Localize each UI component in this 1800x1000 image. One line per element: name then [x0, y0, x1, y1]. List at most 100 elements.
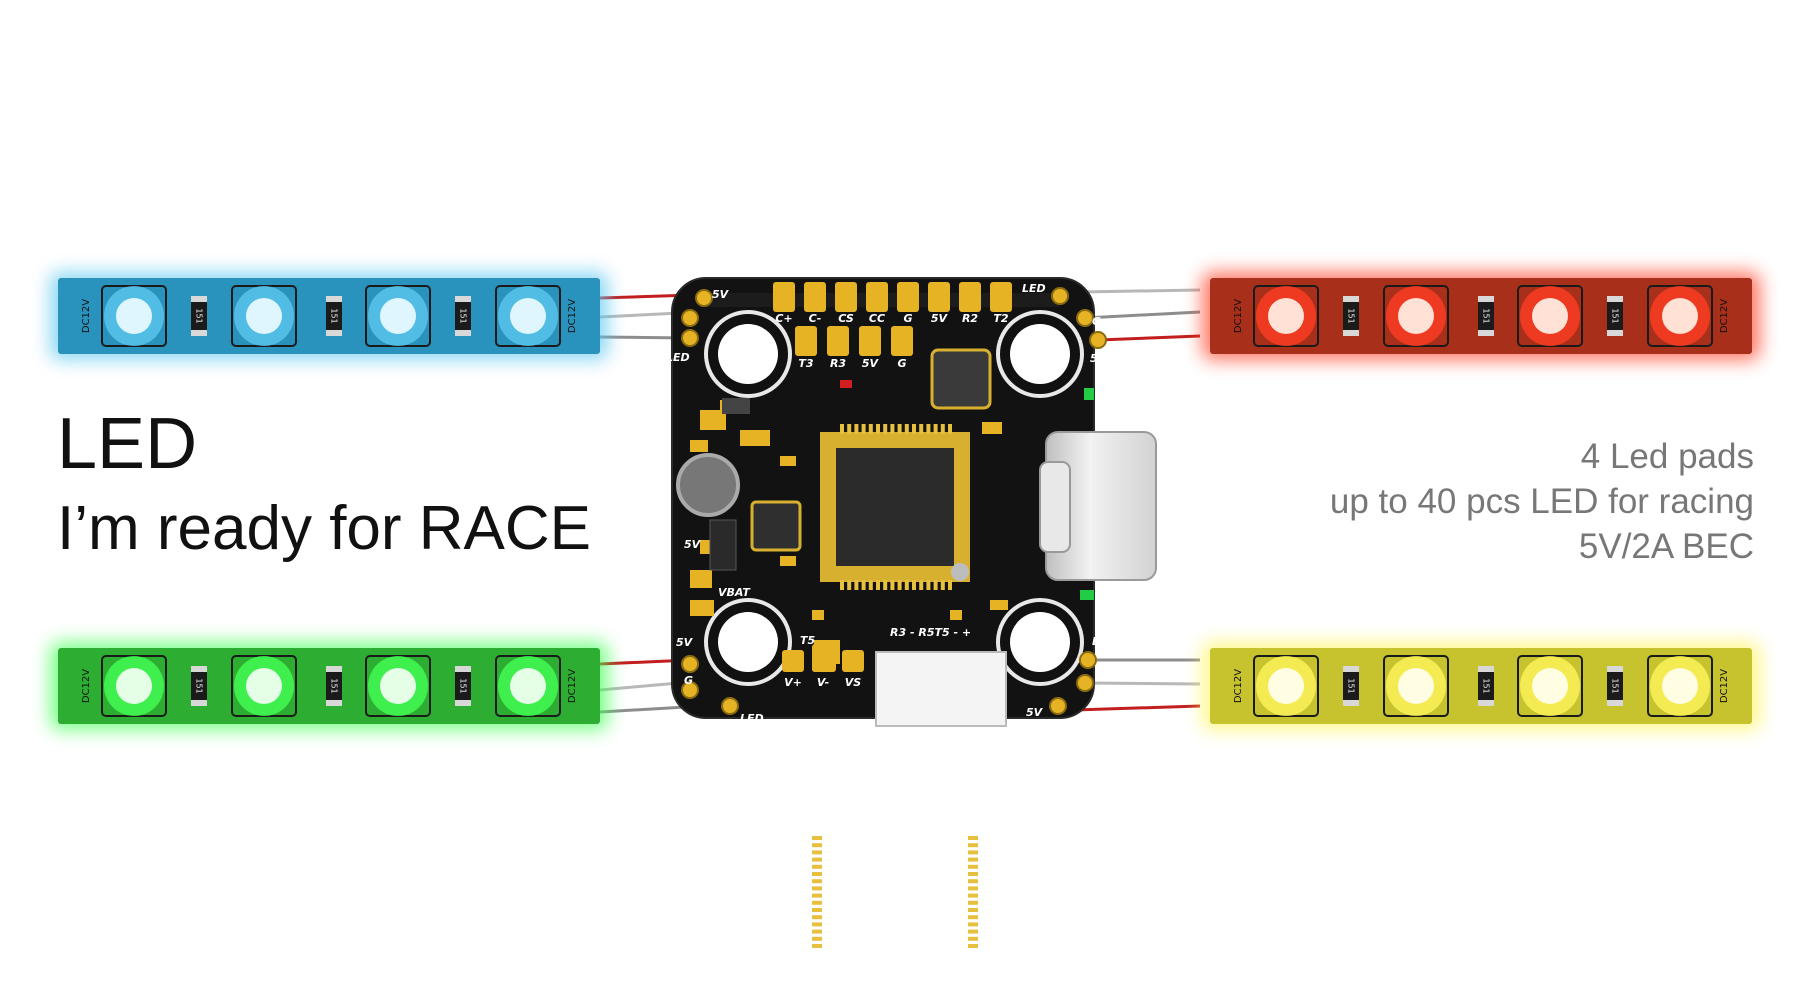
top-pad	[773, 282, 795, 312]
top-pad	[897, 282, 919, 312]
resistor	[455, 298, 471, 334]
mcu-pins	[812, 424, 978, 948]
silk-bl-5v: 5V	[676, 636, 694, 649]
resistor-label: 151	[1347, 308, 1356, 323]
wire-tr-gray	[1084, 310, 1201, 320]
bottom-pad-label: V-	[817, 676, 829, 689]
status-led-green-2	[1080, 590, 1094, 600]
headline: LED I’m ready for RACE	[57, 404, 591, 574]
esc-connector	[875, 651, 1007, 727]
led-emitter	[1268, 298, 1304, 334]
headline-title: LED	[57, 404, 198, 484]
bottom-pad	[782, 650, 804, 672]
resistor	[1478, 298, 1494, 334]
led-emitter	[246, 298, 282, 334]
wire-tr-red	[1097, 334, 1201, 342]
resistor	[1607, 298, 1623, 334]
silk-tr-led: LED	[1022, 282, 1046, 295]
bottom-pad	[842, 650, 864, 672]
wire-br-white	[1084, 681, 1201, 686]
led-emitter	[1398, 298, 1434, 334]
mounting-holes	[704, 310, 1084, 686]
resistor-label: 151	[330, 308, 339, 323]
corner-pads	[681, 287, 1107, 715]
mcu-chip	[820, 432, 970, 582]
second-pad-row: T3 R3 5V G	[795, 326, 913, 370]
led-emitter	[510, 298, 546, 334]
feature-list: 4 Led pads up to 40 pcs LED for racing 5…	[1330, 434, 1754, 569]
second-row-pad-label: 5V	[862, 357, 880, 370]
resistor-label: 151	[1482, 308, 1491, 323]
led-emitter	[1398, 668, 1434, 704]
top-pad-label: G	[903, 312, 912, 325]
led-emitter	[1662, 668, 1698, 704]
second-row-pad-label: T3	[798, 357, 814, 370]
headline-subtitle: I’m ready for RACE	[57, 494, 592, 563]
strip-label-left: DC12V	[81, 299, 92, 333]
top-pad-label: T2	[993, 312, 1009, 325]
second-row-pad-label: G	[897, 357, 906, 370]
silk-t5: T5	[800, 634, 816, 647]
top-pad-label: R2	[962, 312, 978, 325]
led-emitter	[510, 668, 546, 704]
gyro-chip	[930, 348, 992, 410]
second-row-pad	[795, 326, 817, 356]
led-emitter	[380, 298, 416, 334]
resistor-label: 151	[195, 308, 204, 323]
resistor-label: 151	[1611, 678, 1620, 693]
strip-label-left: DC12V	[1233, 299, 1244, 333]
top-pad-label: C+	[775, 312, 792, 325]
top-pad	[928, 282, 950, 312]
resistor	[1343, 668, 1359, 704]
top-pad	[804, 282, 826, 312]
led-emitter	[380, 668, 416, 704]
usb-c-port[interactable]	[1039, 431, 1157, 581]
top-pad-label: C-	[809, 312, 822, 325]
feature-bec: 5V/2A BEC	[1578, 527, 1754, 566]
strip-label-right: DC12V	[567, 669, 578, 703]
silk-tr-5v: 5V	[1090, 352, 1108, 365]
led-emitter	[116, 298, 152, 334]
resistor	[191, 668, 207, 704]
silk-left-5v: 5V	[684, 538, 702, 551]
silk-bl-g: G	[684, 674, 693, 687]
second-row-pad	[827, 326, 849, 356]
resistor-label: 151	[1482, 678, 1491, 693]
silk-tr-g: G	[1092, 315, 1101, 328]
top-pad-label: CS	[838, 312, 854, 325]
strip-label-right: DC12V	[567, 299, 578, 333]
resistor-label: 151	[459, 678, 468, 693]
top-pad	[959, 282, 981, 312]
resistor-label: 151	[195, 678, 204, 693]
top-pad	[990, 282, 1012, 312]
second-row-pad-label: R3	[830, 357, 846, 370]
strip-label-right: DC12V	[1719, 299, 1730, 333]
strip-label-left: DC12V	[81, 669, 92, 703]
top-pad	[835, 282, 857, 312]
wire-br-red	[1074, 704, 1201, 712]
strip-label-right: DC12V	[1719, 669, 1730, 703]
resistor	[326, 668, 342, 704]
second-row-pad	[859, 326, 881, 356]
feature-led-count: up to 40 pcs LED for racing	[1329, 482, 1754, 521]
led-emitter	[246, 668, 282, 704]
status-led-red	[840, 380, 852, 388]
led-emitter	[1532, 668, 1568, 704]
status-led-green-1	[1084, 388, 1094, 400]
top-pad-label: 5V	[931, 312, 949, 325]
resistor	[455, 668, 471, 704]
resistor	[1478, 668, 1494, 704]
resistor	[326, 298, 342, 334]
led-emitter	[1662, 298, 1698, 334]
silk-tl-5v: 5V	[712, 288, 730, 301]
resistor	[1607, 668, 1623, 704]
led-emitter	[1268, 668, 1304, 704]
silk-bottom-row: R3 - R5T5 - +	[890, 626, 971, 639]
inductor	[676, 453, 740, 517]
